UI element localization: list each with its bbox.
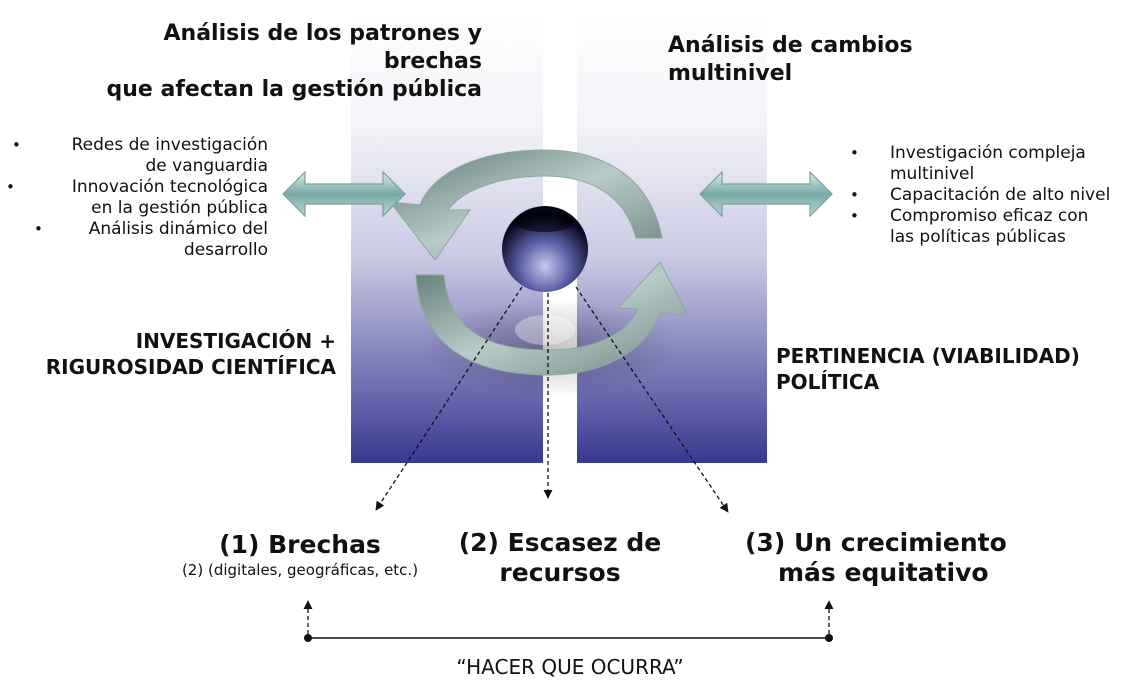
right-heading: Análisis de cambios multinivel: [668, 32, 968, 88]
bullet-dot: •: [850, 144, 859, 162]
bullet-dot: •: [12, 136, 21, 154]
left-heading-line1: Análisis de los patrones y brechas: [163, 21, 483, 74]
left-bullet-list: • Redes de investigación de vanguardia •…: [0, 135, 268, 261]
outcome-3-title-line2: más equitativo: [778, 558, 989, 587]
outcome-2: (2) Escasez de recursos: [440, 528, 680, 588]
bullet-dot: •: [6, 178, 15, 196]
outcome-3: (3) Un crecimiento más equitativo: [730, 528, 1030, 588]
right-double-arrow: [699, 170, 833, 218]
outcome-1-title: (1) Brechas: [219, 530, 381, 559]
right-heading-line1: Análisis de cambios: [668, 33, 913, 58]
left-heading-line2: que afectan la gestión pública: [106, 77, 482, 102]
right-bullet-item: • Capacitación de alto nivel: [850, 185, 1111, 205]
timeline-end-dot: [825, 634, 833, 642]
cycle-arrow-upper: [388, 149, 663, 261]
right-bullet-item: • Compromiso eficaz con las políticas pú…: [850, 206, 1089, 247]
connector-3: [575, 286, 729, 513]
bullet-dot: •: [850, 207, 859, 225]
left-double-arrow: [282, 170, 406, 218]
outcome-1: (1) Brechas (2) (digitales, geográficas,…: [150, 530, 450, 580]
connector-1: [375, 286, 523, 511]
bullet-dot: •: [850, 186, 859, 204]
outcome-1-subtitle: (2) (digitales, geográficas, etc.): [181, 561, 419, 579]
left-bullet-item: • Redes de investigación de vanguardia: [12, 135, 268, 176]
outcome-2-title-line1: (2) Escasez de: [458, 528, 662, 557]
timeline-start-dot: [304, 634, 312, 642]
cycle-arrow-lower: [415, 261, 689, 376]
right-side-label: PERTINENCIA (VIABILIDAD) POLÍTICA: [776, 344, 1080, 394]
outcome-2-title-line2: recursos: [499, 558, 621, 587]
footer-label: “HACER QUE OCURRA”: [456, 655, 684, 679]
right-heading-line2: multinivel: [668, 61, 793, 86]
outcome-3-title-line1: (3) Un crecimiento: [745, 528, 1007, 557]
bullet-dot: •: [34, 220, 43, 238]
left-bullet-item: • Análisis dinámico del desarrollo: [34, 219, 268, 260]
right-bullet-list: • Investigación compleja multinivel • Ca…: [850, 143, 1140, 248]
left-bullet-item: • Innovación tecnológica en la gestión p…: [6, 177, 268, 218]
left-heading: Análisis de los patrones y brechas que a…: [62, 20, 482, 104]
left-side-label: INVESTIGACIÓN + RIGUROSIDAD CIENTÍFICA: [45, 329, 336, 379]
right-bullet-item: • Investigación compleja multinivel: [850, 143, 1086, 184]
